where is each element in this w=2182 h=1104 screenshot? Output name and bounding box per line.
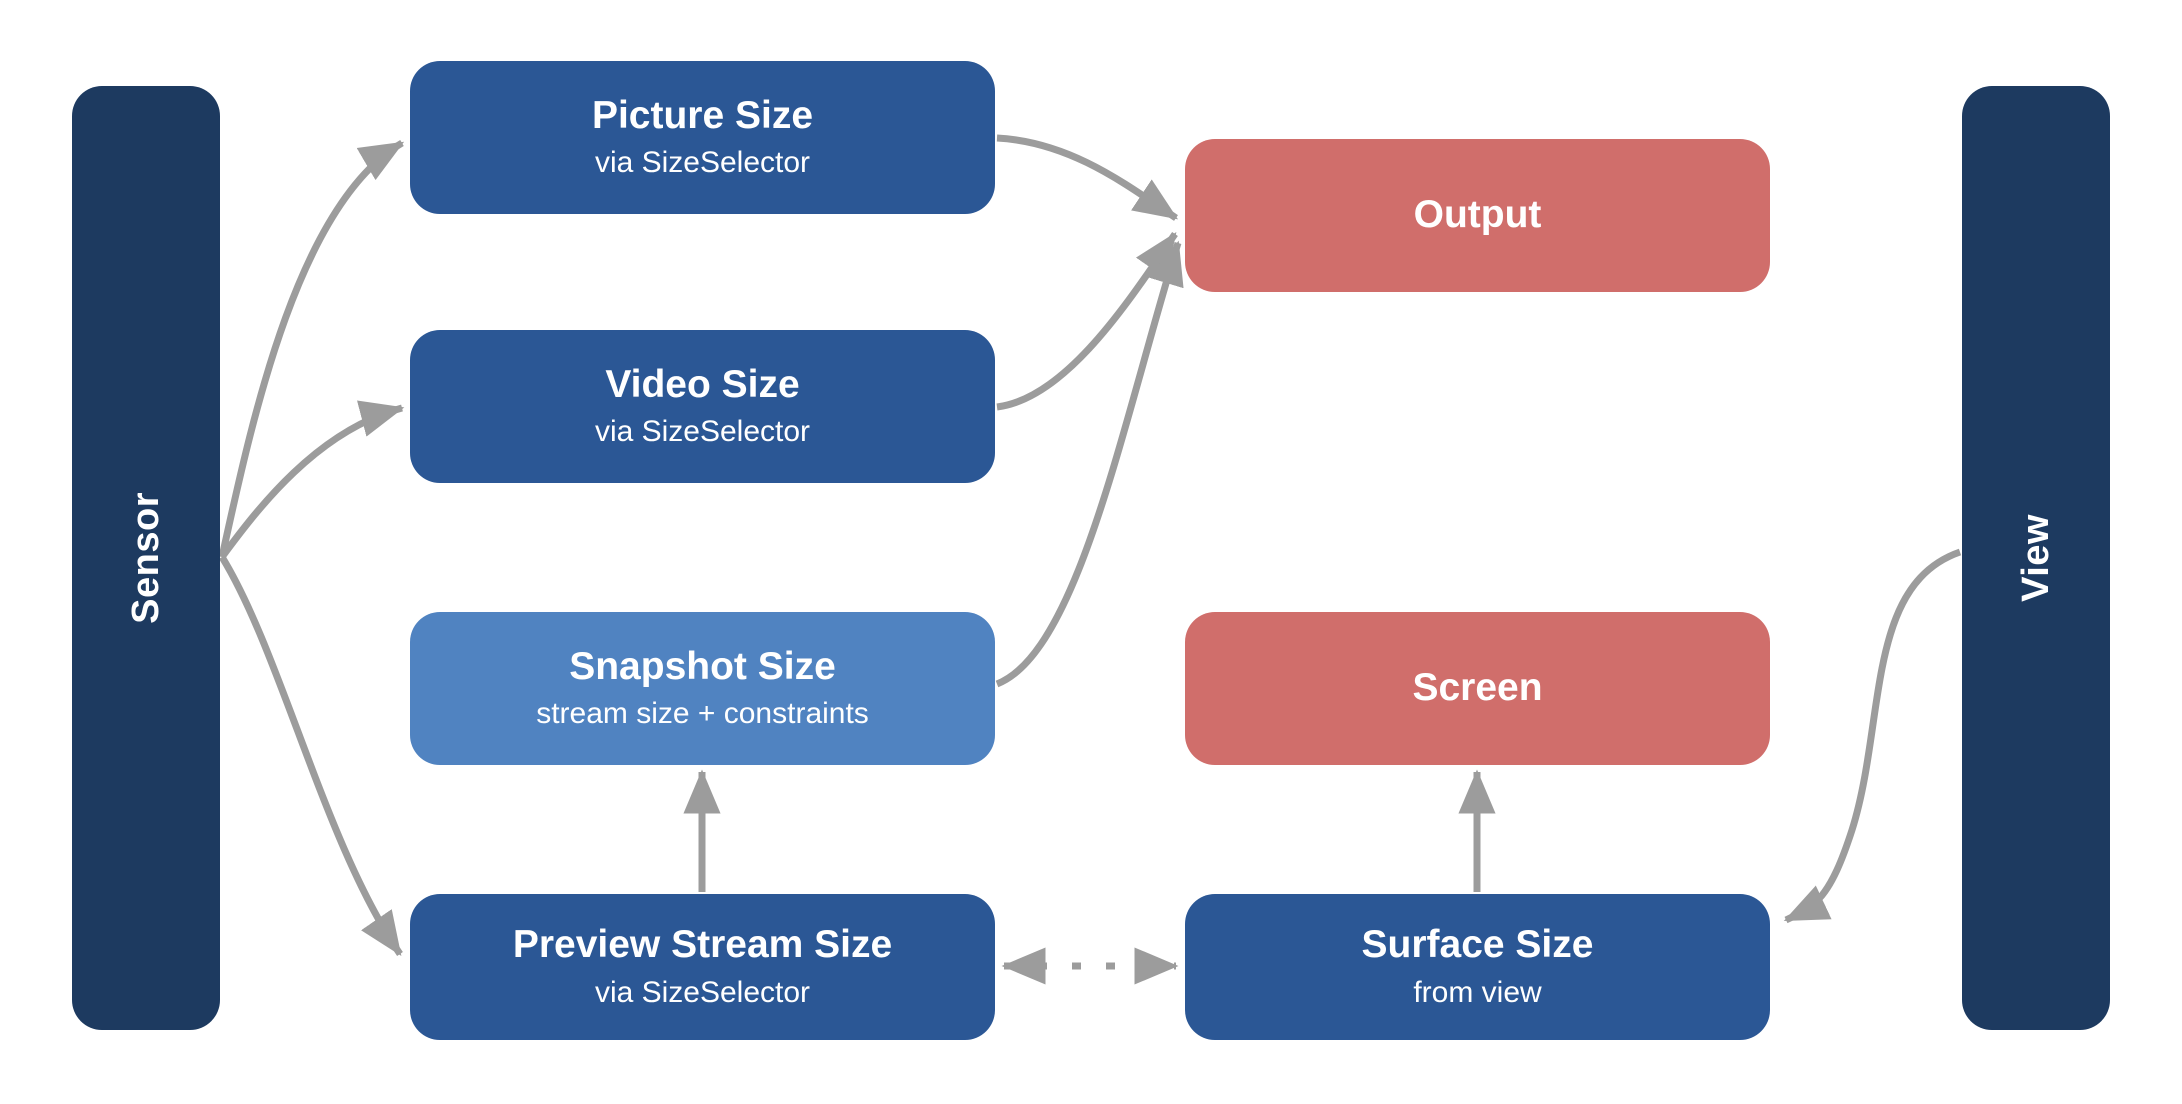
node-title: Surface Size — [1361, 923, 1594, 967]
node-subtitle: from view — [1413, 975, 1542, 1009]
node-title: Preview Stream Size — [512, 923, 893, 967]
edge-sensor-picture — [218, 139, 405, 558]
node-title: Output — [1413, 193, 1542, 237]
rail-sensor: Sensor — [72, 86, 220, 1030]
node-title: Video Size — [605, 362, 800, 406]
edge-snapshot-output — [995, 240, 1184, 688]
edge-picture-output — [996, 134, 1179, 221]
node-title: Snapshot Size — [569, 644, 836, 688]
edge-sensor-video — [219, 400, 405, 560]
node-video-size: Video Size via SizeSelector — [410, 330, 995, 483]
node-snapshot-size: Snapshot Size stream size + constraints — [410, 612, 995, 765]
node-subtitle: via SizeSelector — [594, 146, 811, 180]
node-subtitle: via SizeSelector — [594, 975, 811, 1009]
node-title: Screen — [1412, 666, 1543, 710]
node-picture-size: Picture Size via SizeSelector — [410, 61, 995, 214]
node-preview-stream-size: Preview Stream Size via SizeSelector — [410, 894, 995, 1040]
rail-sensor-label: Sensor — [124, 492, 167, 624]
edge-video-output — [996, 231, 1178, 411]
rail-view-label: View — [2014, 514, 2057, 602]
node-title: Picture Size — [591, 93, 814, 137]
edge-sensor-preview — [219, 555, 403, 957]
node-output: Output — [1185, 139, 1770, 292]
node-screen: Screen — [1185, 612, 1770, 765]
node-surface-size: Surface Size from view — [1185, 894, 1770, 1040]
node-subtitle: via SizeSelector — [594, 415, 811, 449]
node-subtitle: stream size + constraints — [536, 697, 869, 731]
edge-view-surface — [1783, 548, 1962, 924]
rail-view: View — [1962, 86, 2110, 1030]
